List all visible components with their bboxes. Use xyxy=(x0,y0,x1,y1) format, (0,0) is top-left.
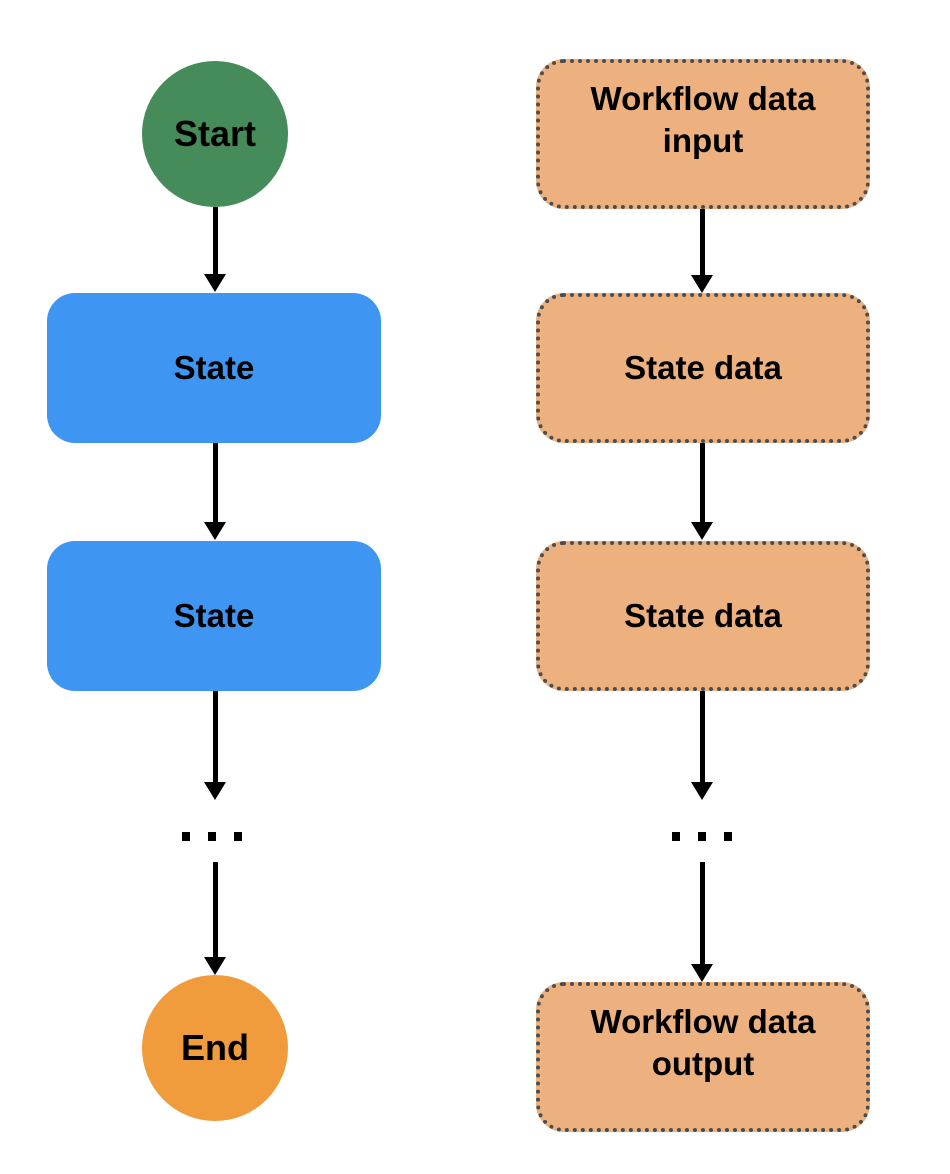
start-node-label: Start xyxy=(173,113,257,154)
arrow-statedata2-to-ellipsis xyxy=(691,691,713,800)
workflow-data-output-node: Workflow data output xyxy=(536,982,870,1132)
state-node-1-label: State xyxy=(173,349,255,386)
arrowhead-icon xyxy=(204,957,226,975)
arrow-shaft xyxy=(212,862,218,957)
ellipsis-dot xyxy=(724,832,732,841)
arrow-shaft xyxy=(699,691,705,782)
state-node-2: State xyxy=(47,541,381,691)
arrow-ellipsis-to-output xyxy=(691,862,713,982)
arrow-shaft xyxy=(699,862,705,964)
arrow-ellipsis-to-end xyxy=(204,862,226,975)
ellipsis-dot xyxy=(698,832,706,841)
arrow-input-to-statedata1 xyxy=(691,209,713,293)
ellipsis-icon xyxy=(182,832,242,841)
arrowhead-icon xyxy=(204,782,226,800)
state-data-node-1: State data xyxy=(536,293,870,443)
arrow-shaft xyxy=(699,443,705,522)
state-data-node-1-label: State data xyxy=(624,349,782,386)
workflow-data-output-label: Workflow data output xyxy=(591,1001,816,1085)
arrow-shaft xyxy=(212,443,218,522)
workflow-data-input-line1: Workflow data xyxy=(590,80,816,117)
ellipsis-dot xyxy=(234,832,242,841)
ellipsis-dot xyxy=(182,832,190,841)
workflow-data-output-line1: Workflow data xyxy=(590,1003,816,1040)
state-node-1: State xyxy=(47,293,381,443)
workflow-data-output-line2: output xyxy=(651,1045,755,1082)
arrow-state1-to-state2 xyxy=(204,443,226,540)
arrowhead-icon xyxy=(691,964,713,982)
ellipsis-icon xyxy=(672,832,732,841)
arrow-state2-to-ellipsis xyxy=(204,691,226,800)
workflow-data-input-label: Workflow data input xyxy=(591,78,816,162)
arrow-shaft xyxy=(212,691,218,782)
arrow-statedata1-to-statedata2 xyxy=(691,443,713,540)
arrowhead-icon xyxy=(204,274,226,292)
arrowhead-icon xyxy=(204,522,226,540)
state-data-node-2-label: State data xyxy=(624,597,782,634)
arrow-start-to-state1 xyxy=(204,207,226,292)
workflow-data-input-node: Workflow data input xyxy=(536,59,870,209)
state-node-2-label: State xyxy=(173,597,255,634)
arrowhead-icon xyxy=(691,782,713,800)
arrowhead-icon xyxy=(691,522,713,540)
workflow-data-input-line2: input xyxy=(662,122,744,159)
state-data-node-2: State data xyxy=(536,541,870,691)
ellipsis-dot xyxy=(208,832,216,841)
arrow-shaft xyxy=(699,209,705,275)
end-node-label: End xyxy=(181,1027,249,1068)
start-node: Start xyxy=(142,61,288,207)
ellipsis-dot xyxy=(672,832,680,841)
arrowhead-icon xyxy=(691,275,713,293)
end-node: End xyxy=(142,975,288,1121)
arrow-shaft xyxy=(212,207,218,274)
